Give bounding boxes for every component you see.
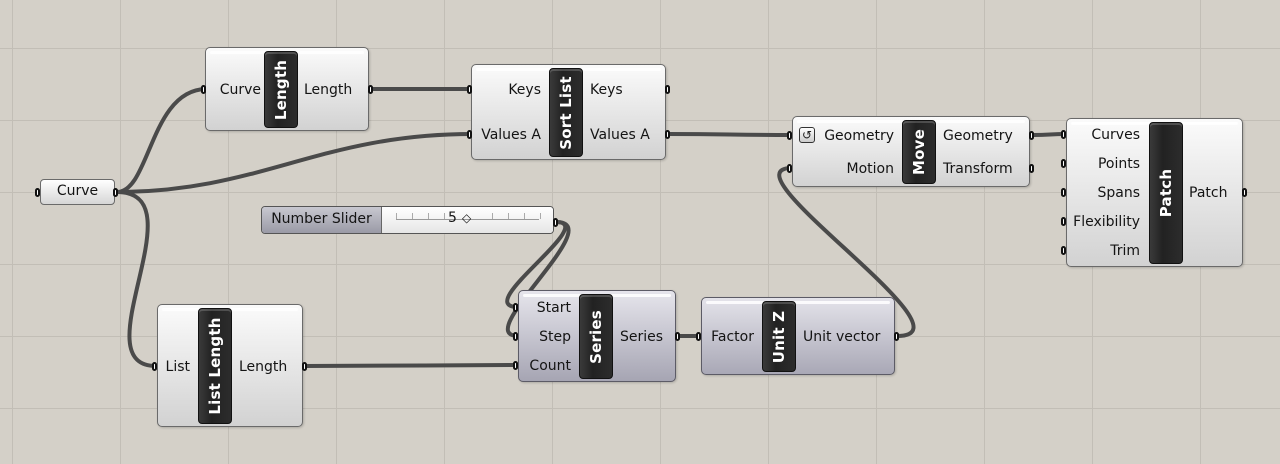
move-output-geometry: Geometry bbox=[943, 128, 1013, 144]
patch-patch-output-port[interactable] bbox=[1242, 188, 1247, 197]
move-motion-input-port[interactable] bbox=[787, 164, 792, 173]
patch-points-input-port[interactable] bbox=[1061, 159, 1066, 168]
length-component[interactable]: Curve Length Length bbox=[205, 47, 369, 131]
number-slider-output-port[interactable] bbox=[553, 218, 558, 227]
series-output-series: Series bbox=[620, 329, 664, 345]
move-geometry-output-port[interactable] bbox=[1029, 131, 1034, 140]
series-component[interactable]: Start Step Count Series Series bbox=[518, 290, 676, 382]
number-slider-rail bbox=[396, 219, 539, 220]
unit-z-output-unit-vector: Unit vector bbox=[803, 329, 881, 345]
patch-input-curves: Curves bbox=[1091, 127, 1140, 143]
number-slider[interactable]: Number Slider 5 ◇ bbox=[261, 206, 554, 234]
wire-curve-to-list bbox=[115, 190, 158, 368]
wire-slider-to-step bbox=[506, 220, 571, 338]
move-output-transform: Transform bbox=[943, 161, 1013, 177]
slider-tick bbox=[396, 213, 397, 219]
move-title: Move bbox=[910, 129, 928, 175]
slider-tick bbox=[492, 213, 493, 219]
move-geometry-input-port[interactable] bbox=[787, 131, 792, 140]
length-curve-input-port[interactable] bbox=[201, 85, 206, 94]
wire-sort-values-to-move-geometry bbox=[666, 132, 794, 137]
number-slider-track[interactable]: 5 ◇ bbox=[382, 207, 553, 233]
series-step-input-port[interactable] bbox=[513, 332, 518, 341]
patch-flexibility-input-port[interactable] bbox=[1061, 217, 1066, 226]
series-title-bar[interactable]: Series bbox=[579, 294, 613, 379]
sort-list-values-output-port[interactable] bbox=[665, 130, 670, 139]
list-length-output-length: Length bbox=[239, 359, 288, 375]
length-length-output-port[interactable] bbox=[368, 85, 373, 94]
list-length-title: List Length bbox=[206, 317, 224, 415]
patch-output-patch: Patch bbox=[1189, 185, 1228, 201]
slider-tick bbox=[508, 213, 509, 219]
list-length-list-input-port[interactable] bbox=[152, 362, 157, 371]
slider-tick bbox=[412, 213, 413, 219]
move-component[interactable]: ↺ Geometry Motion Move Geometry Transfor… bbox=[792, 116, 1030, 187]
slider-tick bbox=[444, 213, 445, 219]
unit-z-unit-vector-output-port[interactable] bbox=[894, 332, 899, 341]
number-slider-name[interactable]: Number Slider bbox=[262, 207, 382, 233]
curve-param-label: Curve bbox=[56, 183, 99, 199]
curve-param-input-port[interactable] bbox=[35, 188, 40, 197]
patch-input-spans: Spans bbox=[1097, 185, 1140, 201]
length-output-length: Length bbox=[304, 82, 353, 98]
sort-list-title-bar[interactable]: Sort List bbox=[549, 68, 583, 157]
unit-z-component[interactable]: Factor Unit Z Unit vector bbox=[701, 297, 895, 375]
series-start-input-port[interactable] bbox=[513, 303, 518, 312]
reset-icon[interactable]: ↺ bbox=[799, 127, 815, 143]
number-slider-value: 5 bbox=[448, 210, 457, 226]
patch-spans-input-port[interactable] bbox=[1061, 188, 1066, 197]
move-transform-output-port[interactable] bbox=[1029, 164, 1034, 173]
number-slider-knob-icon[interactable]: ◇ bbox=[462, 211, 472, 225]
series-input-start: Start bbox=[536, 300, 571, 316]
patch-curves-input-port[interactable] bbox=[1061, 130, 1066, 139]
patch-trim-input-port[interactable] bbox=[1061, 246, 1066, 255]
move-title-bar[interactable]: Move bbox=[902, 120, 936, 184]
wire-listlength-to-count bbox=[303, 363, 520, 368]
sort-list-keys-input-port[interactable] bbox=[467, 85, 472, 94]
unit-z-factor-input-port[interactable] bbox=[696, 332, 701, 341]
patch-title: Patch bbox=[1157, 168, 1175, 218]
slider-tick bbox=[428, 213, 429, 219]
move-input-motion: Motion bbox=[846, 161, 894, 177]
sort-list-input-keys: Keys bbox=[508, 82, 541, 98]
unit-z-title-bar[interactable]: Unit Z bbox=[762, 301, 796, 372]
length-title-bar[interactable]: Length bbox=[264, 51, 298, 128]
wire-curve-to-sort-values bbox=[115, 132, 474, 194]
move-input-geometry: Geometry bbox=[824, 128, 894, 144]
list-length-length-output-port[interactable] bbox=[302, 362, 307, 371]
patch-input-flexibility: Flexibility bbox=[1073, 214, 1140, 230]
length-input-curve: Curve bbox=[219, 82, 261, 98]
sort-list-output-keys: Keys bbox=[590, 82, 623, 98]
sort-list-values-input-port[interactable] bbox=[467, 130, 472, 139]
patch-component[interactable]: Curves Points Spans Flexibility Trim Pat… bbox=[1066, 118, 1243, 267]
slider-tick bbox=[540, 213, 541, 219]
patch-title-bar[interactable]: Patch bbox=[1149, 122, 1183, 264]
list-length-component[interactable]: List List Length Length bbox=[157, 304, 303, 427]
wire-unitvector-to-motion bbox=[777, 166, 916, 338]
sort-list-title: Sort List bbox=[557, 75, 575, 150]
curve-param-output-port[interactable] bbox=[113, 188, 118, 197]
sort-list-component[interactable]: Keys Values A Sort List Keys Values A bbox=[471, 64, 666, 160]
patch-input-trim: Trim bbox=[1110, 243, 1140, 259]
sort-list-output-values-a: Values A bbox=[590, 127, 650, 143]
series-input-count: Count bbox=[529, 358, 571, 374]
series-title: Series bbox=[587, 309, 605, 364]
length-title: Length bbox=[272, 59, 290, 120]
patch-input-points: Points bbox=[1097, 156, 1140, 172]
curve-param[interactable]: Curve bbox=[40, 179, 115, 205]
unit-z-input-factor: Factor bbox=[711, 329, 754, 345]
list-length-title-bar[interactable]: List Length bbox=[198, 308, 232, 424]
unit-z-title: Unit Z bbox=[770, 310, 788, 363]
list-length-input-list: List bbox=[165, 359, 190, 375]
series-series-output-port[interactable] bbox=[675, 332, 680, 341]
series-input-step: Step bbox=[539, 329, 571, 345]
series-count-input-port[interactable] bbox=[513, 361, 518, 370]
slider-tick bbox=[524, 213, 525, 219]
sort-list-keys-output-port[interactable] bbox=[665, 85, 670, 94]
sort-list-input-values-a: Values A bbox=[481, 127, 541, 143]
wire-curve-to-length bbox=[115, 87, 208, 194]
